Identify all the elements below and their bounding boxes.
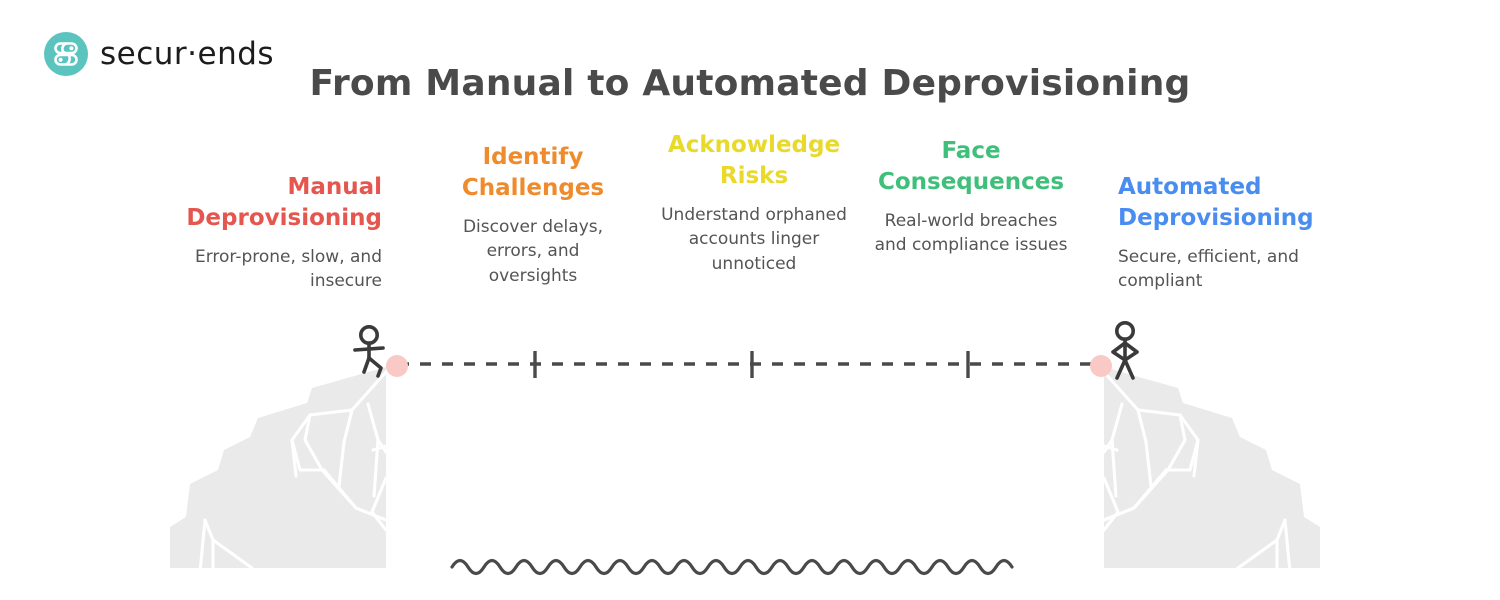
stage-title: Manual Deprovisioning — [150, 172, 382, 235]
stage-description: Understand orphaned accounts linger unno… — [661, 204, 847, 274]
stage-automated-deprovisioning[interactable]: Automated Deprovisioning Secure, efficie… — [1118, 130, 1338, 294]
stage-title: Identify Challenges — [448, 142, 618, 205]
stage-title-line-2: Challenges — [461, 175, 605, 202]
stage-title-line-1: Face — [941, 138, 1001, 164]
walking-stick-figure-icon — [353, 324, 385, 378]
stage-title-line-2: Deprovisioning — [186, 205, 382, 232]
page-title: From Manual to Automated Deprovisioning — [309, 63, 1191, 104]
brand-logo[interactable]: secur·ends — [44, 32, 274, 76]
stage-title-line-2: Consequences — [877, 169, 1065, 196]
stage-face-consequences[interactable]: Face Consequences Real-world breaches an… — [872, 130, 1070, 258]
stage-description: Secure, efficient, and compliant — [1118, 246, 1299, 292]
dashed-journey-path — [386, 351, 1112, 378]
automated-side-cliff-icon — [1102, 367, 1320, 574]
securends-s-database-logo-icon — [44, 32, 88, 76]
stage-description: Error-prone, slow, and insecure — [194, 246, 382, 292]
wavy-water-line-icon — [450, 558, 1014, 576]
path-start-marker — [386, 355, 408, 377]
brand-wordmark: secur·ends — [100, 35, 275, 72]
stage-title-line-1: Automated — [1118, 174, 1262, 200]
manual-side-cliff-icon — [170, 367, 388, 574]
stage-title-line-2: Risks — [719, 163, 789, 190]
stage-title-line-1: Acknowledge — [667, 132, 841, 158]
path-end-marker — [1090, 355, 1112, 377]
stage-description: Discover delays, errors, and oversights — [462, 216, 604, 286]
stage-title: Face Consequences — [872, 136, 1070, 199]
stage-title: Acknowledge Risks — [648, 130, 860, 193]
stage-title: Automated Deprovisioning — [1118, 172, 1338, 235]
stage-title-line-1: Identify — [482, 144, 584, 170]
stage-title-line-1: Manual — [287, 174, 382, 200]
stage-list: Manual Deprovisioning Error-prone, slow,… — [0, 130, 1500, 310]
stage-acknowledge-risks[interactable]: Acknowledge Risks Understand orphaned ac… — [648, 130, 860, 276]
stage-manual-deprovisioning[interactable]: Manual Deprovisioning Error-prone, slow,… — [150, 130, 382, 294]
standing-stick-figure-icon — [1111, 320, 1139, 380]
stage-identify-challenges[interactable]: Identify Challenges Discover delays, err… — [448, 130, 618, 288]
stage-title-line-2: Deprovisioning — [1118, 205, 1314, 232]
stage-description: Real-world breaches and compliance issue… — [874, 210, 1068, 256]
